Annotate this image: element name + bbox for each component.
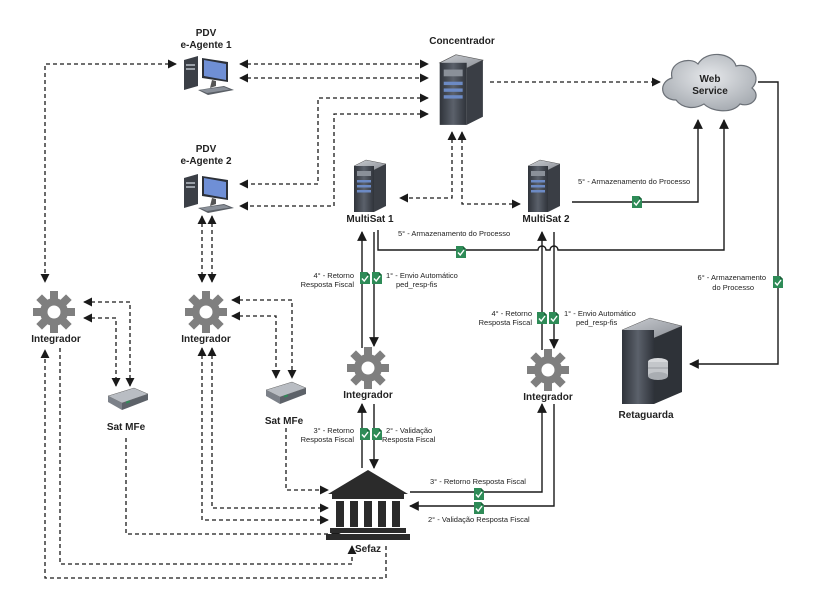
step-validacao-2-center-line2: Resposta Fiscal	[382, 435, 436, 444]
integrador-center: Integrador	[343, 347, 393, 401]
webservice-label-line2: Service	[692, 86, 728, 97]
step-retorno-3-center-line2: Resposta Fiscal	[301, 435, 355, 444]
connector-integrador-mid-sefaz-b	[207, 347, 329, 513]
connector-pdv1-integrador-left	[40, 59, 177, 283]
step-armazenamento-6-line2: do Processo	[712, 283, 754, 292]
document-check-icon	[631, 195, 643, 209]
desktop-computer-icon	[184, 56, 234, 95]
pdv2-label-line1: PDV	[196, 144, 217, 155]
multisat-2: MultiSat 2	[522, 159, 570, 225]
step-validacao-2-center-line1: 2° - Validação	[386, 426, 432, 435]
document-check-icon	[548, 311, 560, 325]
step-armazenamento-ms2: 5° - Armazenamento do Processo	[578, 177, 690, 186]
sat-mfe-2: Sat MFe	[265, 381, 307, 427]
sat-device-icon	[265, 381, 307, 405]
connector-integrador-left-sefaz-a	[59, 348, 357, 565]
server-icon	[353, 159, 387, 213]
document-check-icon	[536, 311, 548, 325]
webservice-label-line1: Web	[700, 74, 721, 85]
retaguarda: Retaguarda	[618, 317, 683, 421]
government-building-icon	[326, 470, 410, 540]
connectors	[40, 59, 779, 579]
multisat2-label: MultiSat 2	[522, 214, 570, 225]
connector-integrador-mid-satmfe2-b	[231, 311, 281, 379]
step-envio-1-right-line2: ped_resp-fis	[576, 318, 618, 327]
sat-device-icon	[107, 387, 149, 411]
pdv1-label-line1: PDV	[196, 28, 217, 39]
integrador-mid: Integrador	[181, 291, 231, 345]
step-envio-1-right-line1: 1° - Envio Automático	[564, 309, 636, 318]
integrador-mid-label: Integrador	[181, 334, 231, 345]
connector-webservice-retaguarda	[689, 81, 779, 369]
sefaz-label: Sefaz	[355, 544, 381, 555]
integrador-left-label: Integrador	[31, 334, 81, 345]
step-retorno-3-center-line1: 3° - Retorno	[313, 426, 354, 435]
pdv2-label-line2: e-Agente 2	[180, 156, 232, 167]
satmfe1-label: Sat MFe	[107, 422, 146, 433]
connector-integrador-mid-sefaz-a	[197, 347, 329, 525]
document-check-icon	[455, 245, 467, 259]
step-envio-1-left-line1: 1° - Envio Automático	[386, 271, 458, 280]
step-armazenamento-ms1: 5° - Armazenamento do Processo	[398, 229, 510, 238]
satmfe2-label: Sat MFe	[265, 416, 304, 427]
step-retorno-4-left-line2: Resposta Fiscal	[301, 280, 355, 289]
multisat-1: MultiSat 1	[346, 159, 394, 225]
integrador-right-label: Integrador	[523, 392, 573, 403]
step-retorno-3-right: 3° - Retorno Resposta Fiscal	[430, 477, 526, 486]
retaguarda-label: Retaguarda	[618, 410, 673, 421]
document-check-icon	[772, 275, 784, 289]
step-labels: 5° - Armazenamento do Processo 5° - Arma…	[301, 177, 784, 524]
pdv-e-agente-2: PDV e-Agente 2	[180, 144, 234, 213]
connector-integrador-right-sefaz-validacao	[409, 404, 555, 511]
web-service: Web Service	[662, 53, 757, 112]
pdv1-label-line2: e-Agente 1	[180, 40, 232, 51]
connector-integrador-left-satmfe1-b	[83, 313, 121, 387]
connector-concentrador-multisat1	[399, 131, 457, 203]
step-retorno-4-right-line2: Resposta Fiscal	[479, 318, 533, 327]
sat-mfe-1: Sat MFe	[107, 387, 149, 433]
step-validacao-2-right: 2° - Validação Resposta Fiscal	[428, 515, 530, 524]
integrador-left: Integrador	[31, 291, 81, 345]
document-check-icon	[371, 271, 383, 285]
desktop-computer-icon	[184, 174, 234, 213]
gear-icon	[527, 349, 569, 391]
step-armazenamento-6-line1: 6° - Armazenamento	[698, 273, 766, 282]
server-icon	[527, 159, 561, 213]
integrador-center-label: Integrador	[343, 390, 393, 401]
multisat1-label: MultiSat 1	[346, 214, 394, 225]
document-check-icon	[473, 501, 485, 515]
document-check-icon	[473, 487, 485, 501]
cloud-icon	[662, 53, 757, 112]
document-check-icon	[359, 427, 371, 441]
sefaz: Sefaz	[326, 470, 410, 555]
connector-multisat2-webservice	[572, 119, 703, 203]
step-envio-1-left-line2: ped_resp-fis	[396, 280, 438, 289]
gear-icon	[347, 347, 389, 389]
connector-concentrador-multisat2	[457, 131, 521, 209]
connector-integrador-left-satmfe1-a	[83, 297, 135, 387]
step-retorno-4-right-line1: 4° - Retorno	[491, 309, 532, 318]
server-icon	[439, 54, 484, 126]
gear-icon	[185, 291, 227, 333]
gear-icon	[33, 291, 75, 333]
integrador-right: Integrador	[523, 349, 573, 403]
connector-integrador-mid-satmfe2-a	[231, 295, 297, 379]
concentrador: Concentrador	[429, 36, 495, 126]
connector-sefaz-integrador-left-b	[40, 349, 387, 579]
connector-concentrador-pdv2-lower	[239, 109, 429, 211]
document-check-icon	[371, 427, 383, 441]
step-retorno-4-left-line1: 4° - Retorno	[313, 271, 354, 280]
document-check-icon	[359, 271, 371, 285]
concentrador-label: Concentrador	[429, 36, 495, 47]
connector-satmfe1-sefaz	[125, 438, 341, 539]
connector-multisat1-webservice	[377, 119, 729, 251]
pdv-e-agente-1: PDV e-Agente 1	[180, 28, 234, 95]
database-server-icon	[621, 317, 683, 404]
connector-sefaz-integrador-right-retorno	[410, 403, 547, 493]
